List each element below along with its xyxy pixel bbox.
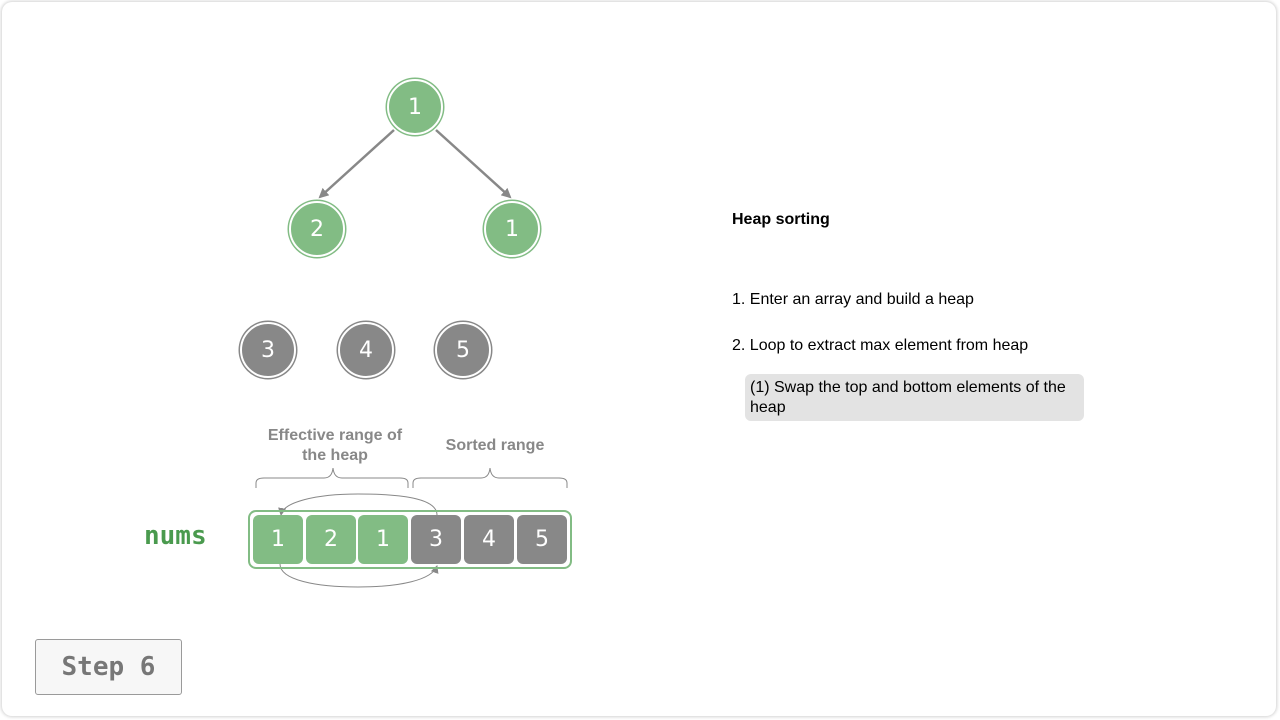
tree-node-sorted: 3 [240, 322, 296, 378]
current-substep: (1) Swap the top and bottom elements of … [745, 374, 1084, 421]
tree-node-sorted: 5 [435, 322, 491, 378]
tree-node-sorted: 4 [338, 322, 394, 378]
array-name-label: nums [144, 521, 207, 551]
array-cell: 4 [464, 515, 514, 564]
tree-edge-root-left [318, 129, 395, 199]
step-badge: Step 6 [35, 639, 182, 695]
effective-range-brace [255, 467, 409, 488]
step-extract-max: 2. Loop to extract max element from heap [732, 337, 1029, 354]
tree-edge-root-right [435, 129, 512, 199]
array-cell: 1 [253, 515, 303, 564]
array-cell: 5 [517, 515, 567, 564]
panel-title: Heap sorting [732, 211, 830, 228]
effective-range-label: Effective range of the heap [267, 427, 403, 464]
step-build-heap: 1. Enter an array and build a heap [732, 291, 974, 308]
array-cell: 2 [306, 515, 356, 564]
array-cell: 3 [411, 515, 461, 564]
swap-arrow-top [278, 493, 438, 516]
tree-node-left-child: 2 [289, 201, 345, 257]
tree-node-root: 1 [387, 79, 443, 135]
sorted-range-brace [412, 467, 568, 488]
sorted-range-label: Sorted range [445, 437, 545, 454]
swap-arrow-bottom [279, 563, 439, 588]
array-frame [248, 510, 572, 569]
tree-node-right-child: 1 [484, 201, 540, 257]
array-cell: 1 [358, 515, 408, 564]
